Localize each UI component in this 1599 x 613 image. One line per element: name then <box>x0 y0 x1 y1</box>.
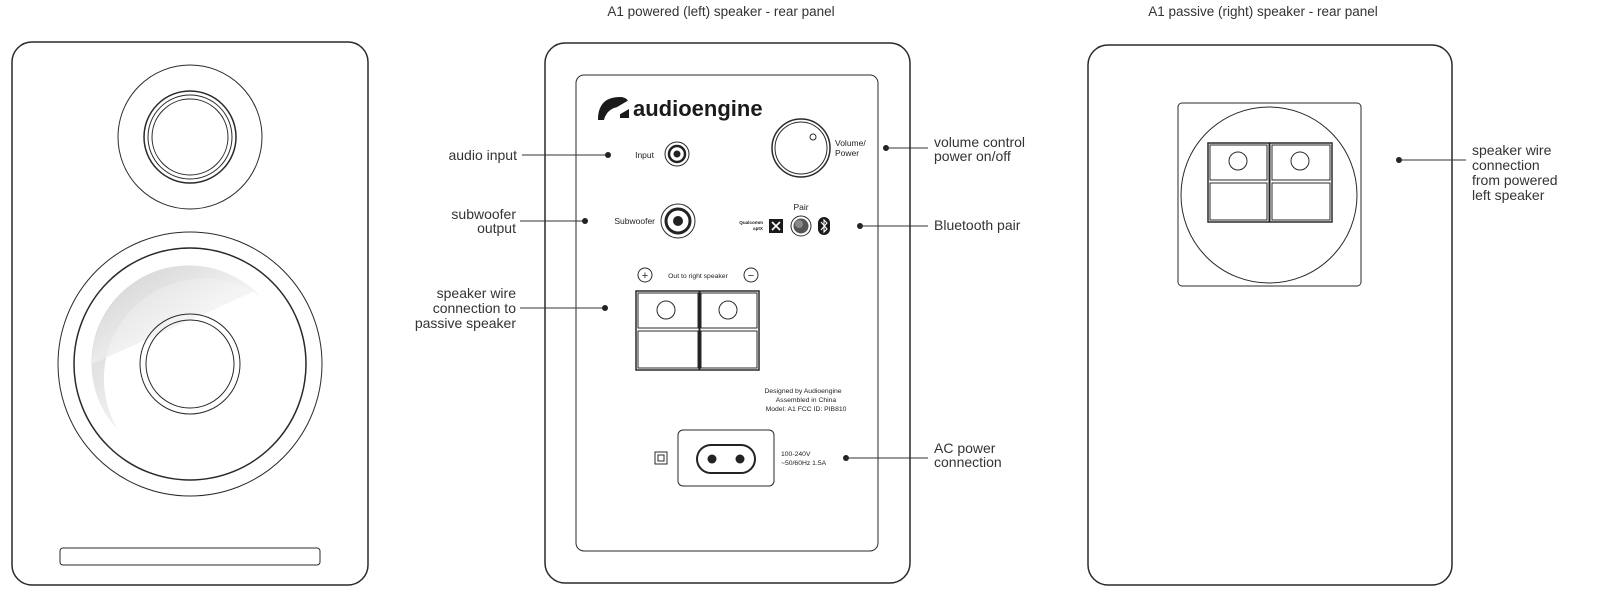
svg-text:audioengine: audioengine <box>633 96 763 121</box>
svg-text:output: output <box>477 220 516 236</box>
designed-by-text: Designed by Audioengine <box>764 388 841 395</box>
terminal-negative <box>718 300 738 320</box>
port-slot <box>59 547 321 566</box>
terminal-positive <box>656 300 676 320</box>
powered-title: A1 powered (left) speaker - rear panel <box>607 4 834 19</box>
subwoofer-output-jack[interactable] <box>660 203 696 239</box>
frequency-text: ~50/60Hz 1.5A <box>781 460 827 467</box>
speaker-wire-terminals-out[interactable] <box>635 290 760 371</box>
svg-text:connection: connection <box>1472 157 1540 173</box>
callout-speaker-wire-out: speaker wire connection to passive speak… <box>415 285 608 331</box>
passive-rear-panel <box>1087 44 1453 586</box>
svg-text:+: + <box>642 270 648 282</box>
svg-text:connection: connection <box>934 454 1002 470</box>
double-insulation-icon <box>654 451 668 465</box>
callout-subwoofer: subwoofer output <box>451 206 588 236</box>
callout-volume: volume control power on/off <box>883 134 1025 164</box>
aptx-icon <box>769 219 783 233</box>
bluetooth-icon <box>818 217 830 235</box>
svg-text:speaker wire: speaker wire <box>1472 142 1552 158</box>
svg-text:passive speaker: passive speaker <box>415 315 517 331</box>
svg-text:from powered: from powered <box>1472 172 1558 188</box>
callout-speaker-wire-in: speaker wire connection from powered lef… <box>1396 142 1558 203</box>
pair-label: Pair <box>793 202 808 212</box>
minus-icon: − <box>743 267 759 283</box>
svg-text:left speaker: left speaker <box>1472 187 1545 203</box>
audioengine-logo: audioengine <box>598 96 763 121</box>
powered-rear-panel: audioengine Input Volume/ Power Subwoofe… <box>544 42 911 584</box>
input-label: Input <box>635 150 655 160</box>
volume-label: Volume/ <box>835 138 866 148</box>
assembled-text: Assembled in China <box>776 397 837 404</box>
subwoofer-label: Subwoofer <box>614 216 655 226</box>
svg-text:AC power: AC power <box>934 440 996 456</box>
out-to-right-label: Out to right speaker <box>668 273 728 280</box>
aptx-brand-label: Qualcomm <box>739 220 763 225</box>
svg-text:audio input: audio input <box>448 147 517 163</box>
tweeter <box>117 64 263 210</box>
svg-text:volume control: volume control <box>934 134 1025 150</box>
woofer <box>57 231 323 497</box>
volume-knob[interactable] <box>771 118 831 178</box>
callout-ac-power: AC power connection <box>843 440 1002 470</box>
pair-button[interactable] <box>790 215 812 237</box>
svg-text:connection to: connection to <box>433 300 516 316</box>
aptx-label: aptX <box>753 226 764 231</box>
passive-title: A1 passive (right) speaker - rear panel <box>1148 4 1378 19</box>
plus-icon: + <box>637 267 653 283</box>
power-label: Power <box>835 148 859 158</box>
svg-text:Bluetooth pair: Bluetooth pair <box>934 217 1021 233</box>
svg-text:subwoofer: subwoofer <box>451 206 516 222</box>
front-speaker <box>11 41 369 586</box>
audio-input-jack[interactable] <box>664 141 690 167</box>
model-fcc-text: Model: A1 FCC ID: PIB810 <box>766 406 847 413</box>
callout-audio-input: audio input <box>448 147 611 163</box>
svg-text:power on/off: power on/off <box>934 148 1011 164</box>
svg-text:speaker wire: speaker wire <box>437 285 517 301</box>
callout-bluetooth: Bluetooth pair <box>857 217 1021 233</box>
speaker-wire-terminals-in[interactable] <box>1207 142 1333 223</box>
svg-text:−: − <box>748 270 754 282</box>
voltage-text: 100-240V <box>781 451 811 458</box>
ac-power-socket[interactable] <box>677 429 775 487</box>
